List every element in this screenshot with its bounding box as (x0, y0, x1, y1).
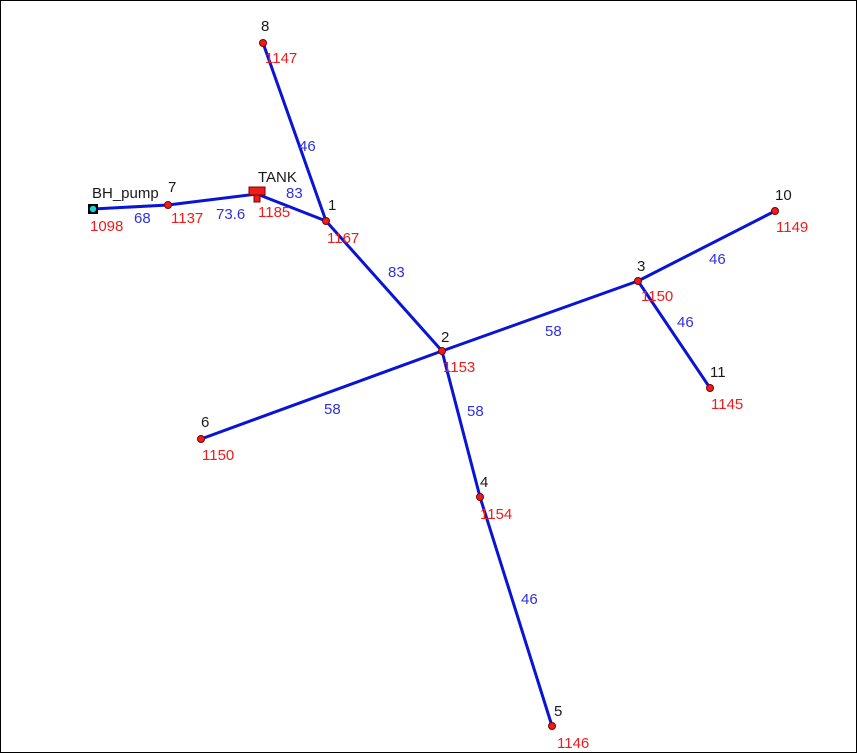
pipe-2-3[interactable] (440, 279, 640, 353)
source-value-label: 1098 (90, 218, 123, 235)
pipe-TANK-1[interactable] (255, 192, 328, 223)
pipe-7-TANK[interactable] (166, 192, 259, 207)
junction-node-3[interactable] (634, 277, 642, 285)
pipe-3-11[interactable] (636, 279, 712, 390)
node-id-label-3: 3 (637, 258, 645, 275)
junction-node-2[interactable] (438, 347, 446, 355)
pipe-label-1-2: 83 (388, 264, 405, 281)
pipe-label-4-5: 46 (521, 591, 538, 608)
junction-node-11[interactable] (706, 384, 714, 392)
pipe-3-10[interactable] (636, 209, 777, 283)
junction-node-10[interactable] (771, 207, 779, 215)
pipe-label-2-3: 58 (545, 323, 562, 340)
tank-id-label: TANK (258, 169, 297, 186)
pipe-label-3-11: 46 (677, 314, 694, 331)
node-id-label-8: 8 (261, 18, 269, 35)
pipe-8-1[interactable] (261, 41, 328, 223)
node-value-label-2: 1153 (443, 359, 475, 376)
pipe-label-8-1: 46 (299, 138, 316, 155)
junction-node-1[interactable] (322, 217, 330, 225)
node-id-label-11: 11 (710, 364, 726, 381)
node-value-label-11: 1145 (711, 396, 743, 413)
junction-node-6[interactable] (197, 435, 205, 443)
node-id-label-4: 4 (480, 474, 488, 491)
tank-value-label: 1185 (258, 204, 290, 221)
junction-node-4[interactable] (476, 493, 484, 501)
node-value-label-4: 1154 (480, 506, 512, 523)
junction-node-7[interactable] (164, 201, 172, 209)
junction-node-8[interactable] (259, 39, 267, 47)
pipe-label-2-4: 58 (467, 403, 484, 420)
pipe-4-5[interactable] (478, 495, 554, 728)
source-id-label: BH_pump (92, 185, 159, 202)
tank-icon[interactable] (248, 186, 266, 203)
junction-node-5[interactable] (548, 722, 556, 730)
node-id-label-6: 6 (201, 414, 209, 431)
node-value-label-7: 1137 (171, 210, 203, 227)
reservoir-icon[interactable] (88, 204, 98, 214)
node-id-label-5: 5 (554, 703, 562, 720)
pipe-label-3-10: 46 (709, 251, 726, 268)
pipe-label-2-6: 58 (324, 401, 341, 418)
node-id-label-2: 2 (441, 329, 449, 346)
pipe-2-6[interactable] (199, 349, 444, 441)
pipe-1-2[interactable] (324, 219, 444, 353)
pipe-label-7-TANK: 73.6 (216, 206, 245, 223)
node-value-label-6: 1150 (202, 447, 234, 464)
node-value-label-5: 1146 (557, 735, 589, 752)
nodes-layer (88, 39, 779, 730)
node-id-label-7: 7 (168, 179, 176, 196)
node-id-label-1: 1 (328, 197, 336, 214)
pipe-BH_pump-7[interactable] (91, 203, 170, 211)
node-value-label-8: 1147 (265, 50, 297, 67)
node-id-label-10: 10 (775, 187, 792, 204)
node-value-label-1: 1167 (327, 230, 359, 247)
node-value-label-3: 1150 (641, 288, 673, 305)
pipe-label-TANK-1: 83 (286, 185, 303, 202)
node-value-label-10: 1149 (776, 219, 808, 236)
pipes-layer (91, 41, 777, 728)
pipe-2-4[interactable] (440, 349, 482, 499)
pipe-label-BH_pump-7: 68 (134, 210, 151, 227)
